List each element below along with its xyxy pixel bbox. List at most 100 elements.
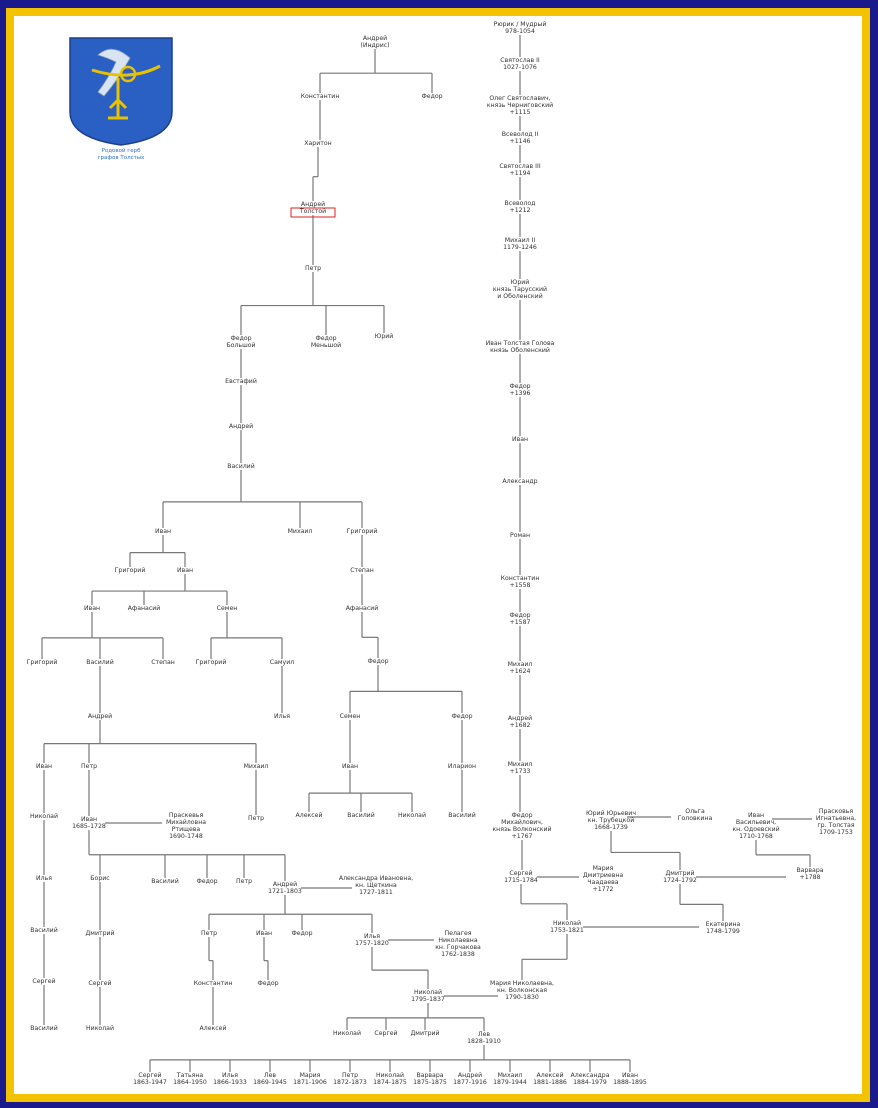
person-yuri: Юрий: [375, 332, 394, 340]
person-stepan2: Степан: [151, 659, 175, 666]
person-ilya2: Илья: [36, 875, 52, 882]
person-label: Сергей: [32, 977, 55, 985]
highlight-box: [290, 207, 336, 218]
person-sergei2: Сергей: [88, 979, 111, 987]
person-label: Андрей: [508, 714, 532, 722]
person-kharit: Харитон: [304, 140, 331, 147]
person-label: 1757-1820: [355, 940, 389, 947]
person-label: кн. Волконская: [497, 987, 547, 994]
person-label: Татьяна: [176, 1072, 204, 1079]
person-label: +1624: [510, 668, 531, 675]
person-label: Федор: [257, 980, 278, 987]
person-label: 1863-1947: [133, 1079, 167, 1086]
person-semyon2: Семен: [340, 713, 361, 720]
person-label: 1828-1910: [467, 1038, 501, 1045]
person-label: Олег Святославич,: [489, 95, 550, 102]
person-label: Григорий: [347, 527, 378, 535]
person-label: Николай: [414, 988, 442, 996]
person-label: Лев: [478, 1031, 490, 1038]
person-grigorii3: Григорий: [27, 658, 58, 666]
person-label: Всеволод II: [502, 131, 539, 138]
person-dmitrii2: Дмитрий: [410, 1029, 439, 1037]
person-label: Семен: [217, 605, 238, 612]
person-nikolai5: Николай: [333, 1029, 361, 1037]
person-vasilii5: Василий: [151, 877, 178, 885]
person-label: +1587: [510, 619, 531, 626]
key-icon: [108, 78, 128, 120]
person-label: Всеволод: [505, 200, 536, 207]
person-label: кн. Щеткина: [355, 882, 397, 889]
person-label: Дмитрий: [410, 1029, 439, 1037]
person-sergei3: Сергей: [374, 1029, 397, 1037]
person-label: 1710-1768: [739, 833, 773, 840]
person-label: Петр: [342, 1072, 358, 1079]
person-label: Иван: [81, 816, 97, 823]
person-label: +1772: [593, 886, 614, 893]
person-label: Роман: [510, 532, 530, 539]
person-ivan2: Иван: [177, 567, 193, 574]
person-r_ivan: Иван: [512, 436, 528, 443]
person-r_oleg: Олег Святославич,князь Черниговский+1115: [487, 95, 553, 116]
person-label: Михаил: [498, 1072, 523, 1079]
person-afanasii2: Афанасий: [346, 604, 379, 612]
person-label: кн. Одоевский: [732, 825, 779, 833]
person-vasilii4: Василий: [448, 811, 475, 819]
person-label: 1753-1821: [550, 927, 584, 934]
feather-icon: [97, 48, 131, 97]
person-ilarion: Иларион: [448, 763, 476, 770]
person-label: Григорий: [196, 658, 227, 666]
person-label: Большой: [226, 341, 255, 349]
person-label: Николай: [30, 812, 58, 820]
person-label: 1875-1875: [413, 1079, 447, 1086]
person-aleksei2: Алексей: [200, 1024, 227, 1032]
person-label: +1396: [510, 390, 531, 397]
person-label: Василий: [86, 658, 113, 666]
person-label: Федор: [451, 713, 472, 720]
person-sergei1: Сергей: [32, 977, 55, 985]
person-fedor6: Федор: [257, 980, 278, 987]
person-label: Михайловна: [166, 818, 206, 826]
person-label: кн. Трубецкой: [588, 816, 634, 824]
person-label: Александр: [502, 478, 537, 485]
person-label: Николай: [398, 811, 426, 819]
person-r_mikhail2: Михаил+1624: [508, 661, 533, 675]
person-konst2: Константин: [194, 980, 233, 987]
person-label: Николаевна: [438, 937, 477, 944]
person-label: Пелагея: [445, 930, 472, 937]
person-label: Иван: [512, 436, 528, 443]
person-nikolai2: Николай: [398, 811, 426, 819]
person-label: Иван: [622, 1072, 638, 1079]
person-r_andrei: Андрей+1682: [508, 714, 532, 729]
person-label: Константин: [194, 980, 233, 987]
person-dmitrii1: Дмитрий: [85, 929, 114, 937]
person-label: Рюрик / Мудрый: [494, 20, 547, 28]
person-label: +1194: [510, 170, 531, 177]
person-label: Прасковья: [819, 808, 854, 815]
person-label: Андрей: [301, 200, 325, 208]
person-label: Федор: [230, 335, 251, 342]
person-label: Михаил: [288, 528, 313, 535]
person-label: Василий: [347, 811, 374, 819]
person-label: +1146: [510, 138, 531, 145]
person-label: Андрей: [458, 1071, 482, 1079]
person-label: Константин: [301, 93, 340, 100]
person-label: Андрей: [363, 34, 387, 42]
person-label: Ольга: [685, 808, 705, 815]
person-aleksei1: Алексей: [296, 811, 323, 819]
